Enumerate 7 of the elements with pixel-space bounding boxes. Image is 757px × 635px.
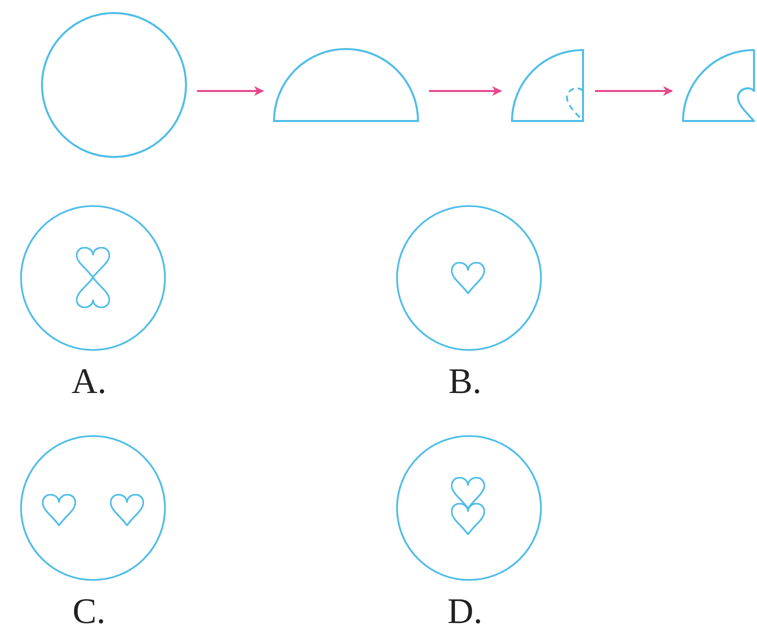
option-label: D.: [448, 593, 484, 629]
arrow: [197, 86, 264, 96]
arrow: [595, 86, 673, 96]
option-label: A.: [72, 363, 108, 399]
option-label: B.: [448, 363, 482, 399]
arrow: [429, 86, 502, 96]
option-label: C.: [72, 593, 106, 629]
